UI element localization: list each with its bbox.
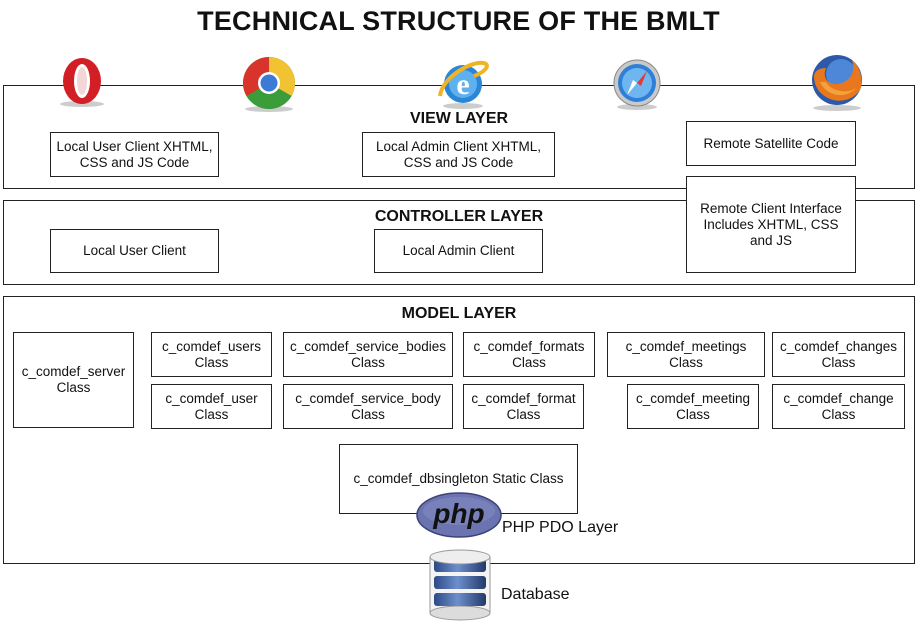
remote-satellite-code-box: Remote Satellite Code bbox=[686, 121, 856, 166]
php-pdo-label: PHP PDO Layer bbox=[502, 519, 619, 536]
meeting-class-box: c_comdef_meeting Class bbox=[627, 384, 759, 429]
safari-icon bbox=[613, 59, 661, 110]
user-class-box: c_comdef_user Class bbox=[151, 384, 272, 429]
users-class-label: c_comdef_users Class bbox=[161, 338, 262, 370]
svg-text:e: e bbox=[456, 68, 469, 101]
opera-icon bbox=[60, 58, 104, 107]
formats-class-box: c_comdef_formats Class bbox=[463, 332, 595, 377]
controller-layer-label: CONTROLLER LAYER bbox=[374, 208, 544, 225]
internet-explorer-icon: e bbox=[438, 60, 489, 109]
php-logo-icon: php bbox=[416, 492, 502, 538]
meetings-class-box: c_comdef_meetings Class bbox=[607, 332, 765, 377]
local-user-client-box: Local User Client bbox=[50, 229, 219, 273]
remote-satellite-code-label: Remote Satellite Code bbox=[703, 135, 839, 151]
chrome-icon bbox=[243, 57, 295, 112]
model-layer-label: MODEL LAYER bbox=[401, 305, 517, 322]
server-class-box: c_comdef_server Class bbox=[13, 332, 134, 428]
meeting-class-label: c_comdef_meeting Class bbox=[635, 390, 751, 422]
users-class-box: c_comdef_users Class bbox=[151, 332, 272, 377]
change-class-label: c_comdef_change Class bbox=[783, 390, 894, 422]
local-user-client-code-label: Local User Client XHTML, CSS and JS Code bbox=[56, 138, 213, 170]
format-class-box: c_comdef_format Class bbox=[463, 384, 584, 429]
local-admin-client-label: Local Admin Client bbox=[402, 243, 515, 258]
database-icon bbox=[429, 549, 491, 621]
dbsingleton-class-label: c_comdef_dbsingleton Static Class bbox=[353, 471, 564, 486]
changes-class-box: c_comdef_changes Class bbox=[772, 332, 905, 377]
local-admin-client-code-label: Local Admin Client XHTML, CSS and JS Cod… bbox=[375, 138, 542, 170]
local-user-client-code-box: Local User Client XHTML, CSS and JS Code bbox=[50, 132, 219, 177]
formats-class-label: c_comdef_formats Class bbox=[473, 338, 585, 370]
meetings-class-label: c_comdef_meetings Class bbox=[625, 338, 747, 370]
database-label: Database bbox=[501, 586, 570, 603]
change-class-box: c_comdef_change Class bbox=[772, 384, 905, 429]
service-bodies-class-box: c_comdef_service_bodies Class bbox=[283, 332, 453, 377]
php-logo-text: php bbox=[432, 498, 484, 529]
format-class-label: c_comdef_format Class bbox=[471, 390, 576, 422]
service-bodies-class-label: c_comdef_service_bodies Class bbox=[289, 338, 447, 370]
local-admin-client-code-box: Local Admin Client XHTML, CSS and JS Cod… bbox=[362, 132, 555, 177]
local-admin-client-box: Local Admin Client bbox=[374, 229, 543, 273]
service-body-class-box: c_comdef_service_body Class bbox=[283, 384, 453, 429]
page-title: TECHNICAL STRUCTURE OF THE BMLT bbox=[197, 6, 720, 36]
server-class-label: c_comdef_server Class bbox=[21, 364, 126, 395]
remote-client-interface-box: Remote Client Interface Includes XHTML, … bbox=[686, 176, 856, 273]
remote-client-interface-label: Remote Client Interface Includes XHTML, … bbox=[700, 200, 842, 248]
local-user-client-label: Local User Client bbox=[83, 243, 186, 258]
firefox-icon bbox=[812, 55, 862, 111]
changes-class-label: c_comdef_changes Class bbox=[779, 338, 898, 370]
service-body-class-label: c_comdef_service_body Class bbox=[295, 390, 441, 422]
view-layer-label: VIEW LAYER bbox=[409, 110, 509, 127]
user-class-label: c_comdef_user Class bbox=[165, 390, 258, 422]
